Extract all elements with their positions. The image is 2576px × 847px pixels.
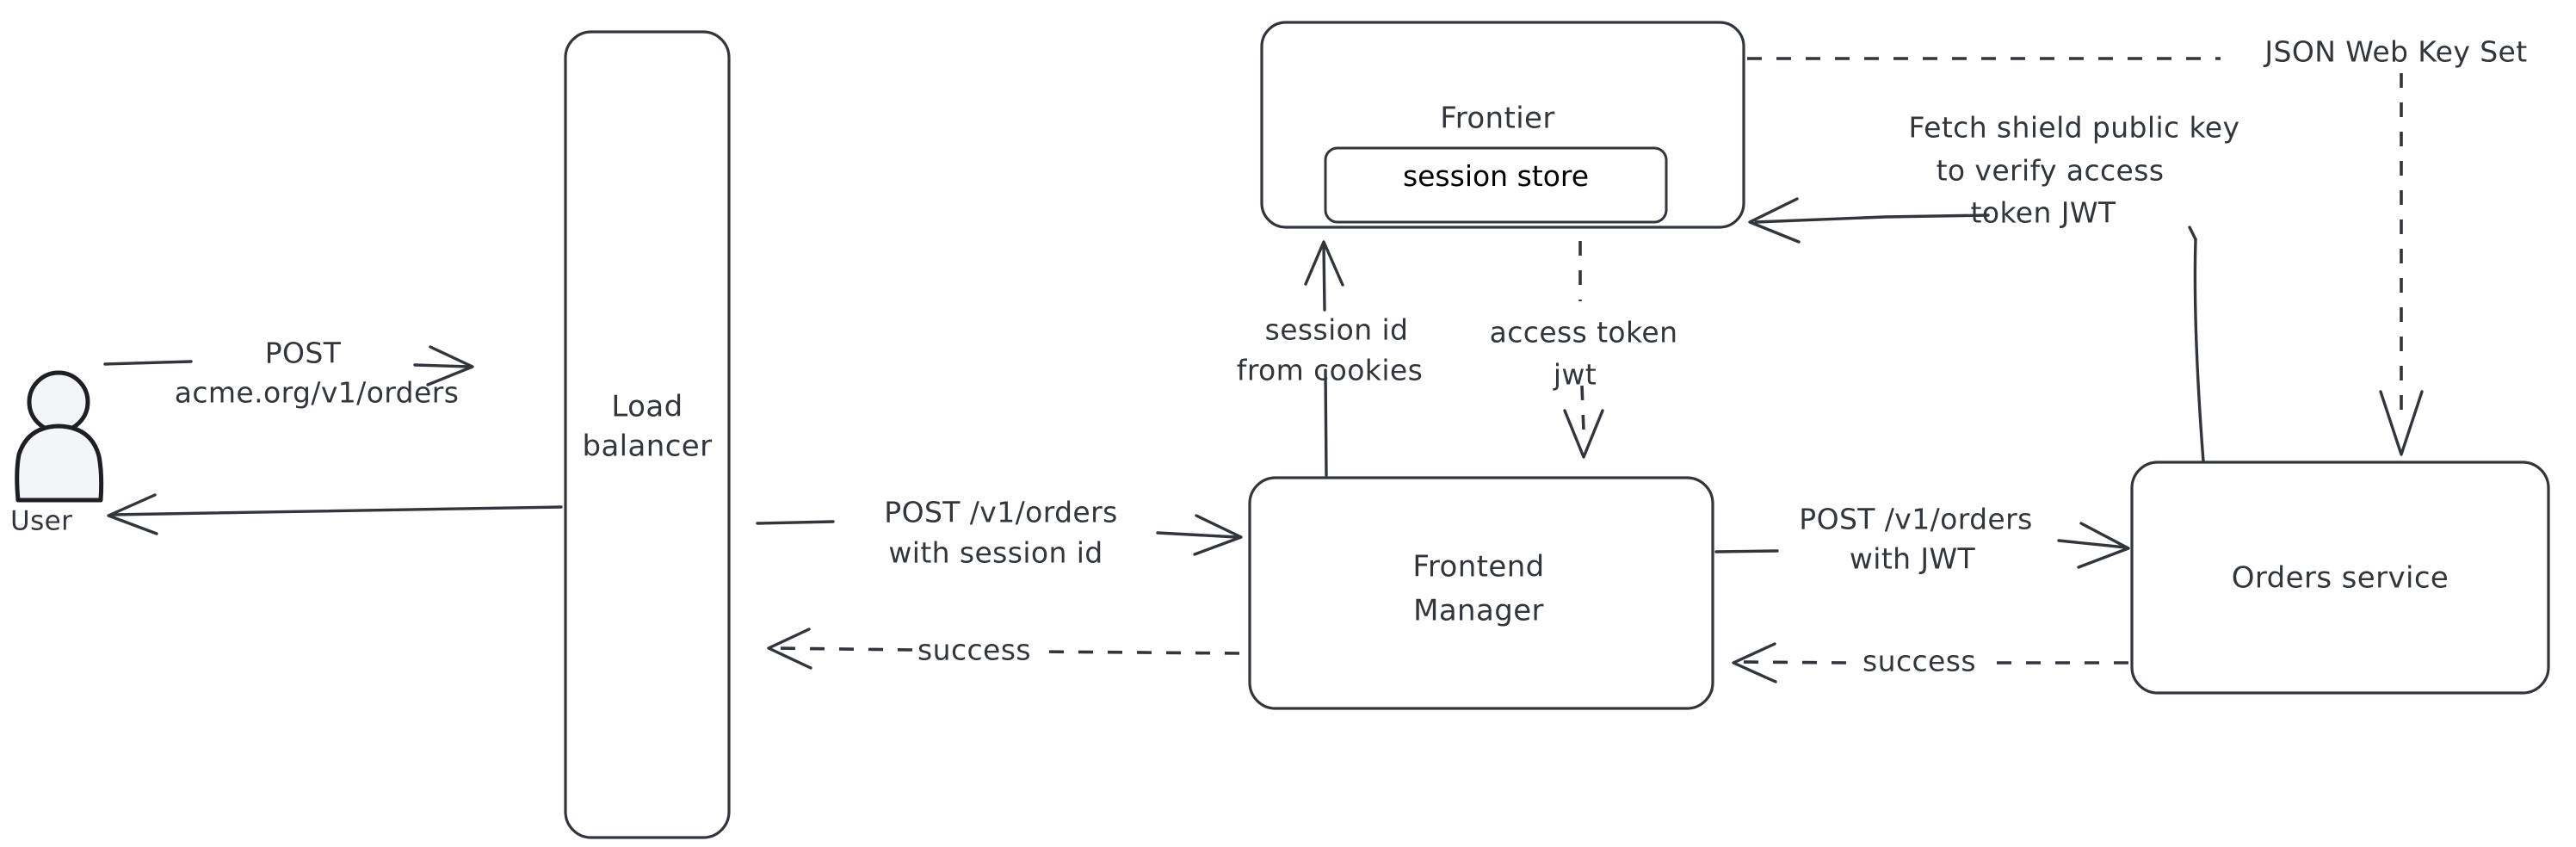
node-frontend-manager[interactable]: Frontend Manager — [1248, 476, 1714, 710]
edge-label-frontier-to-fm-line1: access token — [1490, 316, 1678, 349]
edge-label-frontier-to-fm-line2: jwt — [1553, 358, 1597, 392]
edge-fm-to-lb-success — [767, 628, 1240, 670]
edge-frontier-to-orders-jwks — [1747, 57, 2424, 456]
edge-fm-to-frontier — [1304, 240, 1344, 477]
edge-orders-to-fm-success — [1732, 642, 2128, 683]
node-frontend-manager-label-line2: Manager — [1413, 594, 1544, 628]
edge-user-to-lb — [103, 345, 474, 386]
user-actor-label: User — [10, 506, 72, 537]
node-load-balancer-label-line1: Load — [611, 390, 683, 424]
node-session-store-label: session store — [1403, 159, 1589, 193]
edge-label-fm-to-orders-line2: with JWT — [1850, 542, 1976, 576]
edge-label-fm-to-frontier-line1: session id — [1265, 313, 1409, 347]
edge-label-fetch-line2: to verify access — [1937, 154, 2165, 188]
edge-label-jwks: JSON Web Key Set — [2263, 35, 2527, 69]
node-session-store[interactable]: session store — [1324, 146, 1668, 224]
node-orders-service-label: Orders service — [2232, 561, 2449, 596]
edge-frontier-to-fm — [1563, 241, 1604, 459]
edge-label-lb-to-fm-line2: with session id — [888, 536, 1103, 570]
node-frontier-label: Frontier — [1440, 102, 1555, 136]
edge-label-fm-to-orders-line1: POST /v1/orders — [1799, 503, 2032, 536]
node-load-balancer[interactable]: Load balancer — [564, 30, 731, 839]
edge-label-fm-to-frontier-line2: from cookies — [1237, 354, 1423, 387]
edge-label-fetch-line1: Fetch shield public key — [1909, 111, 2240, 145]
edge-label-user-to-lb-line2: acme.org/v1/orders — [175, 376, 460, 410]
edge-lb-to-fm — [756, 514, 1243, 556]
edge-lb-to-user — [107, 493, 563, 535]
node-frontier[interactable]: Frontier session store — [1260, 21, 1745, 229]
edge-label-fm-to-lb-success: success — [917, 634, 1031, 667]
user-actor: User — [10, 370, 104, 537]
node-frontend-manager-label-line1: Frontend — [1412, 550, 1544, 584]
edge-label-user-to-lb-line1: POST — [265, 337, 342, 370]
edge-label-fetch-line3: token JWT — [1971, 196, 2116, 230]
node-load-balancer-label-line2: balancer — [582, 430, 712, 464]
edge-orders-to-frontier-fetch — [1748, 197, 2205, 463]
edge-fm-to-orders — [1714, 522, 2130, 569]
node-orders-service[interactable]: Orders service — [2130, 461, 2550, 695]
edge-label-orders-to-fm-success: success — [1863, 645, 1976, 678]
edge-label-lb-to-fm-line1: POST /v1/orders — [884, 496, 1117, 529]
